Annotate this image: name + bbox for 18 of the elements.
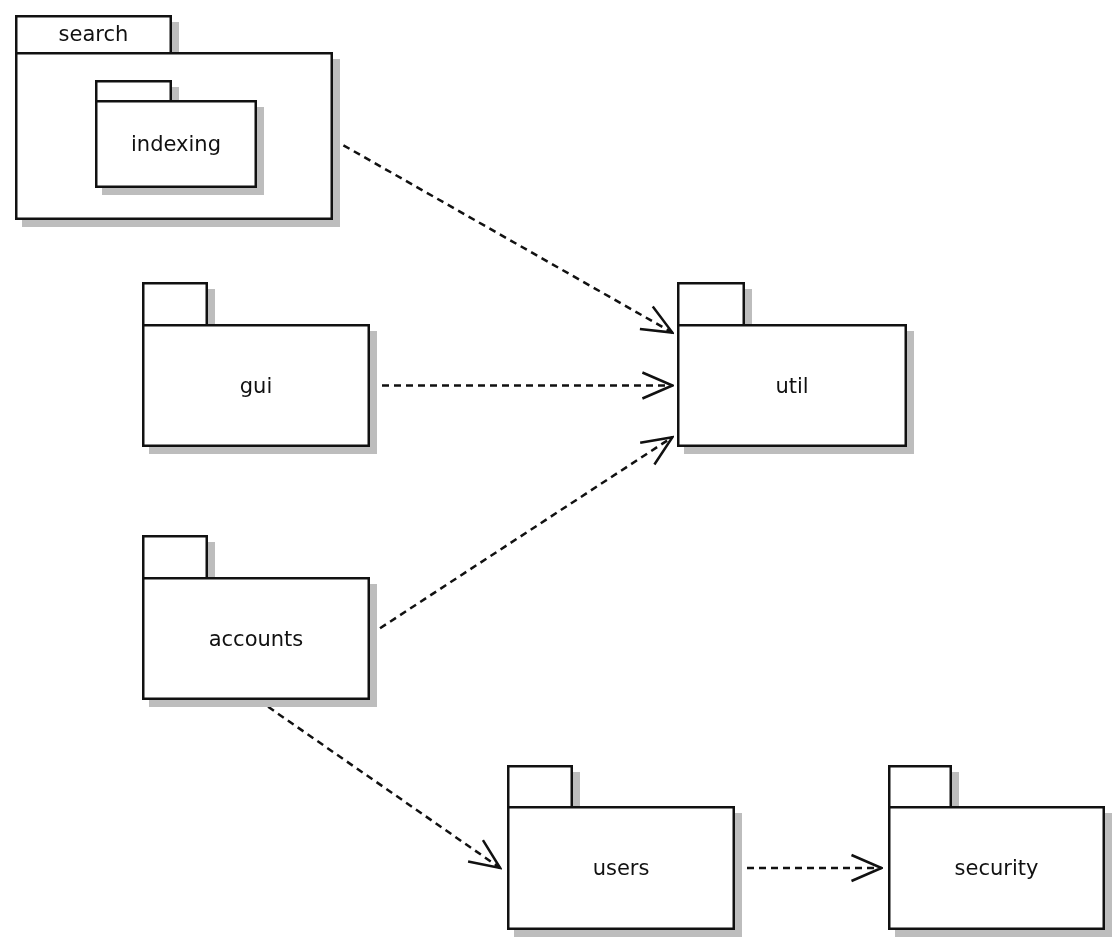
package-name: indexing <box>131 132 221 156</box>
package-name: security <box>954 856 1039 880</box>
dependency-arrow <box>370 371 674 400</box>
package-box <box>677 282 907 447</box>
package-name: users <box>592 856 650 880</box>
package-name: util <box>775 373 809 398</box>
package-name: search <box>57 21 130 48</box>
package-box <box>142 535 370 700</box>
dependency-arrow <box>369 435 674 636</box>
package-box <box>888 765 1105 930</box>
dependency-arrow <box>735 853 883 883</box>
package-name: gui <box>239 373 273 398</box>
package-box <box>507 765 735 930</box>
package-box <box>142 282 370 447</box>
package-box <box>15 15 333 220</box>
dependency-arrow <box>257 698 502 870</box>
package-name: accounts <box>208 626 304 651</box>
dependency-arrow <box>332 138 674 334</box>
